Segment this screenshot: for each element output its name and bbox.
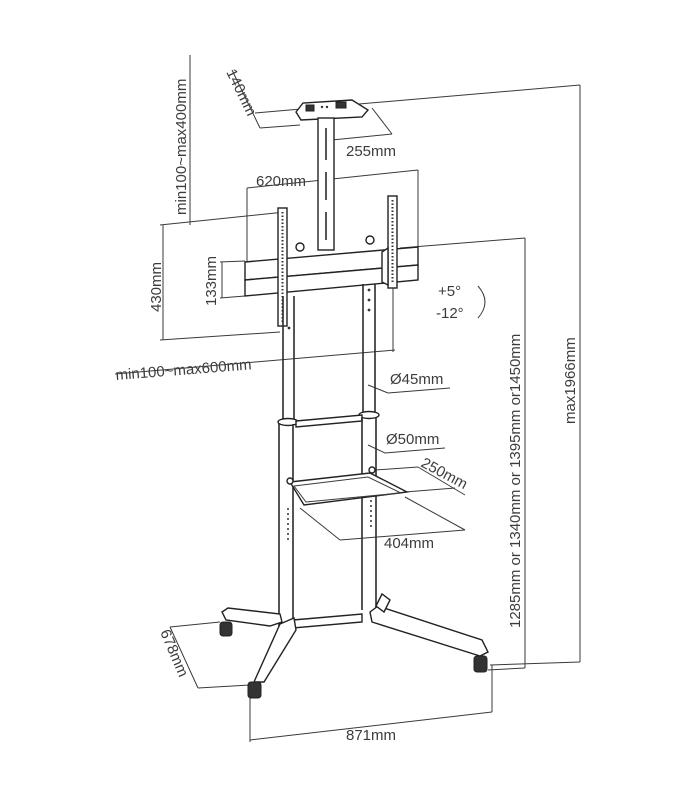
upper-poles <box>282 284 376 420</box>
label-max-height: max1966mm <box>562 337 579 424</box>
label-av-shelf-depth: 250mm <box>418 455 470 493</box>
lower-poles <box>278 417 377 630</box>
caster-icon <box>247 681 262 699</box>
label-upper-pole-diameter: Ø45mm <box>390 371 443 388</box>
tv-stand-drawing <box>219 99 489 699</box>
label-mount-height: 430mm <box>148 262 165 312</box>
base-crossbar <box>292 613 363 629</box>
label-av-shelf-width: 404mm <box>384 535 434 552</box>
label-tilt-down: -12° <box>436 305 464 322</box>
label-vesa-horizontal: min100~max600mm <box>115 356 252 384</box>
dimension-labels: 140mm 255mm min100~max400mm 620mm 430mm … <box>115 66 579 744</box>
upper-column <box>317 117 335 251</box>
crossbar <box>277 410 380 428</box>
base-legs <box>219 592 489 699</box>
camera-shelf <box>295 99 370 121</box>
label-lower-pole-diameter: Ø50mm <box>386 431 439 448</box>
wall-plate-rails <box>244 235 419 297</box>
label-tilt-up: +5° <box>438 283 461 300</box>
av-shelf <box>286 466 410 506</box>
label-top-shelf-depth: 140mm <box>222 66 259 118</box>
label-base-depth: 678mm <box>156 627 191 680</box>
label-rail-spacing: 133mm <box>203 256 220 306</box>
label-top-shelf-height-adjust: min100~max400mm <box>173 79 190 215</box>
label-top-shelf-width: 255mm <box>346 143 396 160</box>
label-mount-width: 620mm <box>256 173 306 190</box>
label-base-width: 871mm <box>346 727 396 744</box>
caster-icon <box>219 621 233 637</box>
label-mount-height-options: 1285mm or 1340mm or 1395mm or1450mm <box>507 334 524 628</box>
caster-icon <box>473 655 488 673</box>
dimension-lines <box>114 55 581 742</box>
